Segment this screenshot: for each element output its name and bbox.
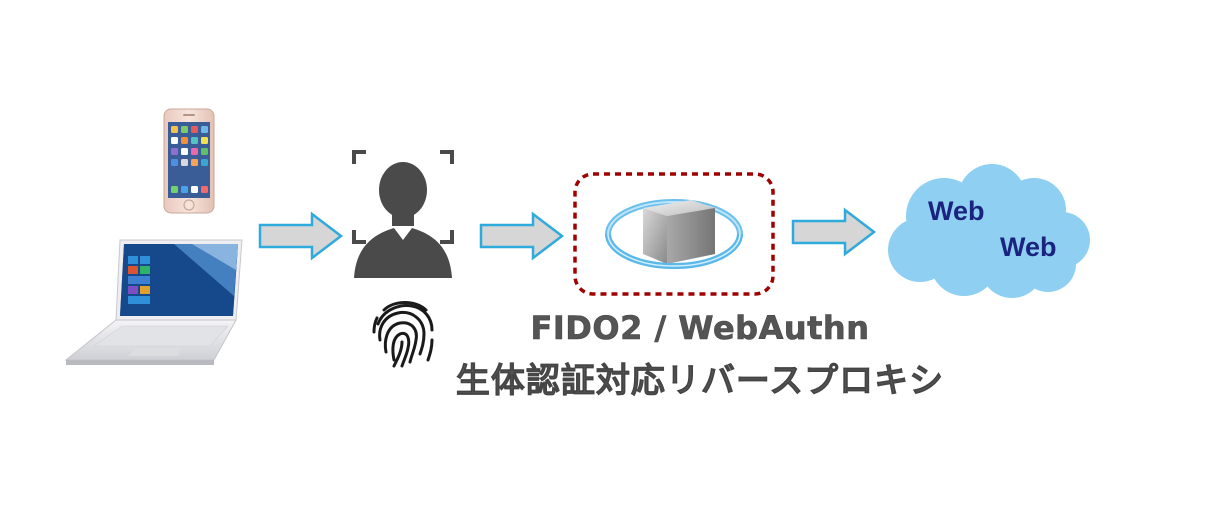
cloud-web-label-2: Web [1000, 232, 1057, 262]
reverse-proxy-box [571, 170, 777, 298]
caption-description: 生体認証対応リバースプロキシ [455, 361, 945, 402]
cloud-web-label-1: Web [928, 196, 985, 226]
server-cube-icon [605, 199, 743, 269]
fingerprint-icon [372, 296, 438, 370]
arrow-proxy-to-web [791, 207, 877, 257]
arrow-device-to-auth [258, 211, 344, 261]
smartphone-icon [163, 108, 215, 214]
arrow-auth-to-proxy [479, 211, 565, 261]
laptop-icon [64, 236, 244, 368]
face-scan-icon [352, 150, 456, 278]
caption-protocol: FIDO2 / WebAuthn [530, 309, 870, 348]
cloud-icon: Web Web [884, 158, 1094, 304]
